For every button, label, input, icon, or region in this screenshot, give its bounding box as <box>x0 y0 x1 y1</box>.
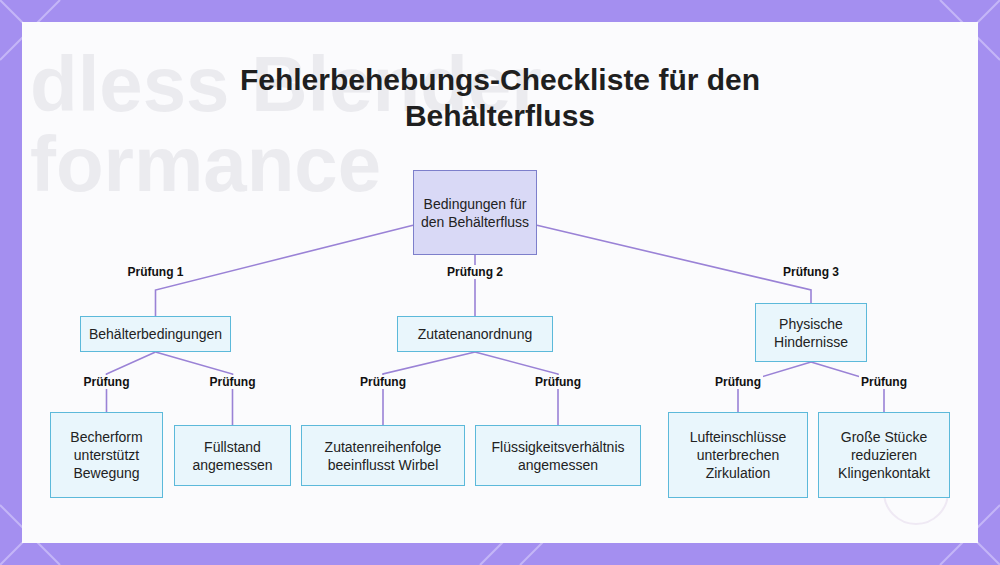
edge-label: Prüfung <box>82 375 132 389</box>
node-text: Große Stücke reduzieren Klingenkontakt <box>825 428 943 482</box>
check-box: Füllstand angemessen <box>174 425 291 486</box>
check-box: Lufteinschlüsse unterbrechen Zirkulation <box>668 412 808 498</box>
node-text: Physische Hindernisse <box>762 315 860 351</box>
node-text: Zutatenanordnung <box>418 325 532 343</box>
node-content: Füllstand angemessen <box>181 438 284 474</box>
check-box: Große Stücke reduzieren Klingenkontakt <box>818 412 950 498</box>
connector-line <box>537 225 811 303</box>
check-box: Physische Hindernisse <box>755 303 867 362</box>
node-content: Lufteinschlüsse unterbrechen Zirkulation <box>675 428 801 482</box>
edge-label: Prüfung <box>533 375 583 389</box>
node-content: Große Stücke reduzieren Klingenkontakt <box>825 428 943 482</box>
connector-line <box>156 225 414 316</box>
root-box: Bedingungen für den Behälterfluss <box>413 170 537 255</box>
node-content: Zutatenreihenfolge beeinflusst Wirbel <box>308 438 458 474</box>
node-content: Zutatenanordnung <box>418 325 532 343</box>
edge-label: Prüfung <box>713 375 763 389</box>
node-content: Physische Hindernisse <box>762 315 860 351</box>
node-text: Lufteinschlüsse unterbrechen Zirkulation <box>675 428 801 482</box>
edge-label: Prüfung 3 <box>781 265 841 279</box>
edge-label: Prüfung 2 <box>445 265 505 279</box>
edge-label: Prüfung <box>208 375 258 389</box>
node-text: Bedingungen für den Behälterfluss <box>420 195 530 231</box>
node-text: Füllstand angemessen <box>181 438 284 474</box>
node-content: Becherform unterstützt Bewegung <box>57 428 156 482</box>
check-box: Zutatenanordnung <box>397 316 553 352</box>
check-box: Becherform unterstützt Bewegung <box>50 412 163 498</box>
diagram-title: Fehlerbehebungs-Checkliste für den Behäl… <box>150 62 850 134</box>
edge-label: Prüfung <box>859 375 909 389</box>
node-text: Flüssigkeitsverhältnis angemessen <box>482 438 634 474</box>
check-box: Zutatenreihenfolge beeinflusst Wirbel <box>301 425 465 486</box>
node-content: Behälterbedingungen <box>89 325 222 343</box>
node-text: Behälterbedingungen <box>89 325 222 343</box>
check-box: Behälterbedingungen <box>80 316 231 352</box>
watermark-text: formance <box>30 125 381 203</box>
edge-label: Prüfung 1 <box>126 265 186 279</box>
edge-label: Prüfung <box>358 375 408 389</box>
check-box: Flüssigkeitsverhältnis angemessen <box>475 425 641 486</box>
node-text: Zutatenreihenfolge beeinflusst Wirbel <box>308 438 458 474</box>
node-content: Flüssigkeitsverhältnis angemessen <box>482 438 634 474</box>
node-text: Becherform unterstützt Bewegung <box>57 428 156 482</box>
node-content: Bedingungen für den Behälterfluss <box>420 195 530 231</box>
